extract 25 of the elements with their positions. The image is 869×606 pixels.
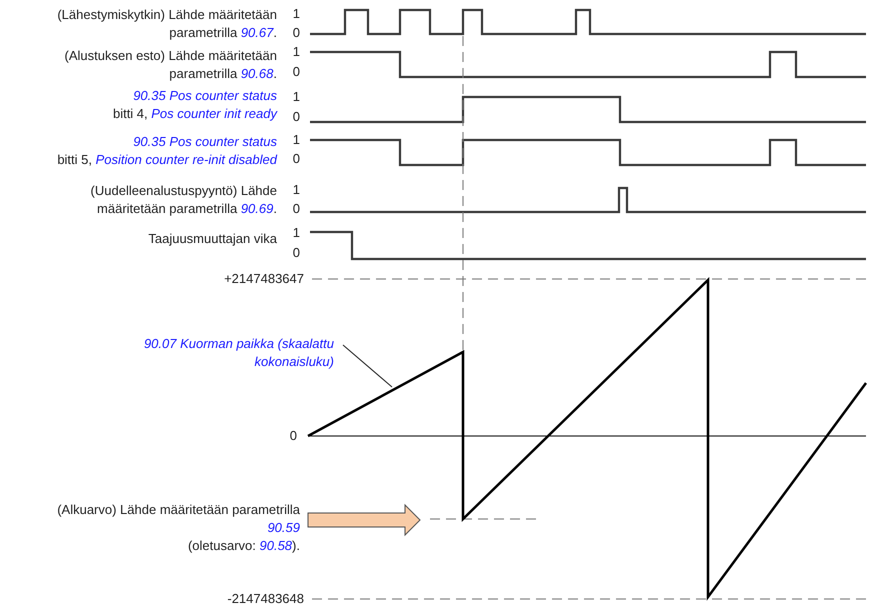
level-label: 1 [292, 181, 300, 199]
level-label: 1 [292, 43, 300, 61]
axis-value-label: +2147483647 [223, 270, 304, 288]
level-label: 0 [292, 200, 300, 218]
signal-label: 90.35 Pos counter status bitti 4, Pos counter init ready [112, 87, 277, 123]
level-label: 1 [292, 224, 300, 242]
axis-value-label: 0 [288, 427, 297, 445]
signal-label: (Lähestymiskytkin) Lähde määritetään parametrilla 90.67. [56, 6, 277, 42]
level-label: 1 [292, 88, 300, 106]
level-label: 1 [292, 131, 300, 149]
signal-label: (Uudelleenalustuspyyntö) Lähde määritetään parametrilla 90.69. [90, 182, 277, 218]
signal-label: Taajuusmuuttajan vika [147, 230, 277, 248]
leader-line [342, 344, 392, 388]
signal-label: (Alustuksen esto) Lähde määritetään parametrilla 90.68. [64, 47, 277, 83]
signal-name-label: 90.07 Kuorman paikka (skaalattu kokonaisluku) [142, 335, 334, 371]
level-label: 1 [292, 5, 300, 23]
block-arrow [308, 504, 421, 536]
initial-value-label: (Alkuarvo) Lähde määritetään parametrilla 90.59 (oletusarvo: 90.58). [56, 501, 300, 555]
level-label: 0 [292, 63, 300, 81]
level-label: 0 [292, 108, 300, 126]
axis-value-label: -2147483648 [226, 590, 304, 606]
signal-label: 90.35 Pos counter status bitti 5, Position counter re-init disabled [56, 133, 277, 169]
level-label: 0 [292, 24, 300, 42]
level-label: 0 [292, 150, 300, 168]
level-label: 0 [292, 244, 300, 262]
